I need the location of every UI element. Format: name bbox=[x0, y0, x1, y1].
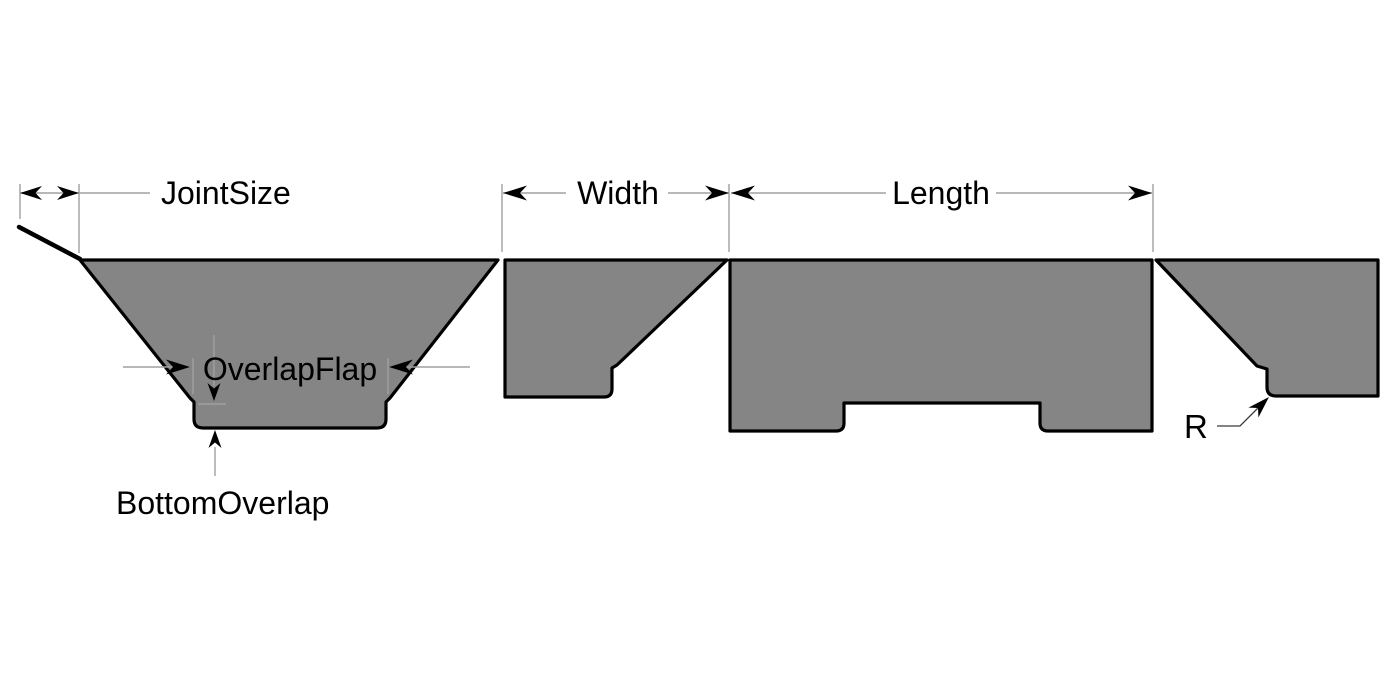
joint-flap-line bbox=[16, 224, 83, 262]
label-joint-size: JointSize bbox=[161, 175, 291, 211]
label-width: Width bbox=[577, 175, 659, 211]
overlapflap-arrowhead-right bbox=[389, 359, 413, 375]
radius-leader-group bbox=[1217, 399, 1267, 427]
arrowheads-group bbox=[20, 185, 1269, 448]
radius-leader-line bbox=[1217, 399, 1267, 427]
panels-outline-group bbox=[16, 224, 1380, 433]
joint-panel-shape bbox=[78, 258, 500, 430]
length-arrowhead-left bbox=[731, 185, 755, 201]
length-arrowhead-right bbox=[1128, 185, 1152, 201]
width-arrowhead-right bbox=[705, 185, 729, 201]
label-length: Length bbox=[892, 175, 990, 211]
radius-leader-arrowhead bbox=[1248, 397, 1269, 418]
width-panel-shape bbox=[503, 258, 729, 399]
panels-fill-group bbox=[16, 224, 1380, 433]
end-panel-shape bbox=[1154, 258, 1380, 398]
jointsize-arrowhead-left bbox=[20, 186, 42, 200]
width-arrowhead-left bbox=[503, 185, 527, 201]
label-bottom-overlap: BottomOverlap bbox=[116, 485, 329, 521]
bottomoverlap-arrowhead-down bbox=[207, 383, 221, 401]
labels-group: JointSize Width Length OverlapFlap Botto… bbox=[116, 175, 1208, 521]
label-radius: R bbox=[1184, 408, 1208, 445]
bottomoverlap-arrowhead-up bbox=[208, 430, 222, 448]
jointsize-arrowhead-right bbox=[57, 186, 79, 200]
length-panel-shape bbox=[728, 258, 1154, 433]
label-overlap-flap: OverlapFlap bbox=[203, 351, 377, 387]
overlapflap-arrowhead-left bbox=[166, 359, 190, 375]
